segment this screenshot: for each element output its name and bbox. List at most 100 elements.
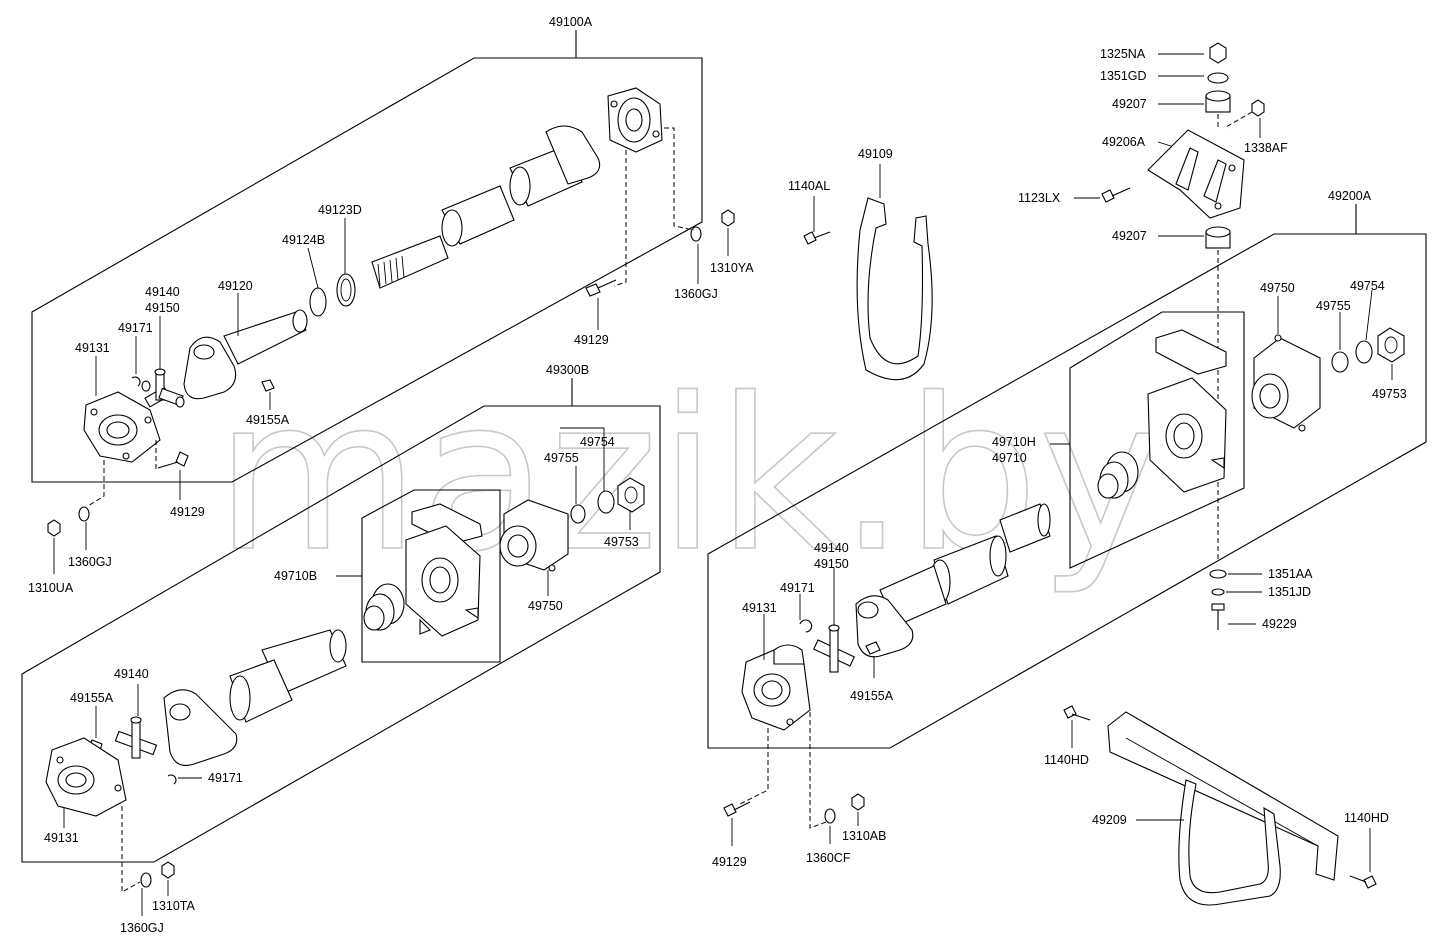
assembly-49200A-frame	[707, 233, 1427, 749]
rear-flange-yoke-top	[607, 87, 663, 153]
bolt-49129-top-b	[157, 451, 189, 469]
label-49200A: 49200A	[1328, 189, 1372, 203]
label-49754-right: 49754	[1350, 279, 1385, 293]
label-1140HD-b: 1140HD	[1344, 811, 1389, 825]
label-49171-right: 49171	[780, 581, 815, 595]
nut-49753-mid	[617, 477, 645, 513]
label-49150-top: 49150	[145, 301, 180, 315]
label-49131-left: 49131	[44, 831, 79, 845]
seal-49755-right	[1331, 351, 1349, 373]
washer-1360GJ-top	[690, 226, 702, 242]
strap-49109-group: 1140AL 49109	[788, 147, 933, 381]
label-49140-left: 49140	[114, 667, 149, 681]
strap-49109	[856, 197, 933, 381]
label-49150-right: 49150	[814, 557, 849, 571]
seal-49755-mid	[570, 504, 586, 524]
propeller-shaft-tube-right	[855, 503, 1051, 658]
bracket-49206A	[1147, 129, 1245, 219]
bolt-1140HD-a	[1063, 705, 1091, 721]
bolt-49229	[1211, 603, 1225, 630]
washer-1351AA	[1209, 569, 1227, 579]
label-49109: 49109	[858, 147, 893, 161]
companion-flange-49750-mid	[499, 499, 569, 572]
label-49710B: 49710B	[274, 569, 317, 583]
label-49155A-left: 49155A	[70, 691, 114, 705]
grease-nipple-49155A-top	[261, 379, 275, 392]
center-bearing-49710B	[405, 503, 483, 637]
label-1351AA: 1351AA	[1268, 567, 1313, 581]
assembly-49100A-group: 49100A	[28, 15, 754, 595]
flange-yoke-49131-top	[83, 391, 161, 463]
label-1360GJ-left: 1360GJ	[120, 921, 164, 935]
snap-ring-49171-top	[131, 376, 141, 387]
bolt-1140AL	[803, 231, 831, 245]
label-49171-top: 49171	[118, 321, 153, 335]
mounting-bracket-group: 1325NA 1351GD 49207 1338AF 49206A 1123LX	[1018, 42, 1288, 562]
label-1360CF: 1360CF	[806, 851, 851, 865]
label-49129-top-a: 49129	[574, 333, 609, 347]
universal-joint-spider-49140-right	[813, 624, 855, 673]
center-bearing-box-49710	[1069, 311, 1245, 569]
label-49710: 49710	[992, 451, 1027, 465]
universal-joint-spider-49140-top	[141, 368, 185, 408]
label-49140-top: 49140	[145, 285, 180, 299]
rubber-boot-49710	[1097, 451, 1139, 499]
universal-joint-spider-49140-left	[114, 716, 158, 759]
center-bearing-box-49710B	[361, 489, 501, 663]
label-1140AL: 1140AL	[788, 179, 830, 193]
dust-boot-rings	[309, 273, 356, 317]
label-49171-left: 49171	[208, 771, 243, 785]
label-49131-right: 49131	[742, 601, 777, 615]
label-49229: 49229	[1262, 617, 1297, 631]
assembly-49300B-frame	[21, 405, 661, 863]
grease-nipple-49155A-right	[865, 641, 881, 655]
rubber-boot-49710B	[363, 583, 405, 631]
nut-49753-right	[1377, 327, 1405, 363]
ring-49123D	[336, 273, 356, 307]
bolt-1140HD-b	[1349, 875, 1377, 889]
label-49755-mid: 49755	[544, 451, 579, 465]
label-49140-right: 49140	[814, 541, 849, 555]
label-49129-right: 49129	[712, 855, 747, 869]
bracket-49209	[1107, 711, 1339, 906]
label-49120: 49120	[218, 279, 253, 293]
label-49206A: 49206A	[1102, 135, 1146, 149]
label-49753-mid: 49753	[604, 535, 639, 549]
nut-1325NA	[1209, 42, 1227, 64]
washer-1351GD	[1207, 72, 1229, 84]
bushing-49207-b	[1205, 226, 1231, 249]
assembly-49200A-group: 49200A 49710H 49710 49750	[707, 189, 1427, 869]
propeller-shaft-tube-top	[371, 125, 601, 289]
companion-flange-49750-right	[1251, 334, 1321, 432]
bolt-1123LX	[1101, 187, 1131, 203]
label-1310UA: 1310UA	[28, 581, 74, 595]
bushing-49207-a	[1205, 90, 1231, 113]
label-49155A-top: 49155A	[246, 413, 290, 427]
label-49124B: 49124B	[282, 233, 325, 247]
label-49100A: 49100A	[549, 15, 593, 29]
nut-1310YA	[721, 209, 735, 227]
snap-ring-49171-right	[799, 619, 813, 633]
bolt-49129-right	[723, 801, 751, 817]
bolt-49129-top-a	[585, 279, 617, 297]
washer-1360GJ-left	[140, 872, 152, 888]
label-1351JD: 1351JD	[1268, 585, 1311, 599]
assembly-49300B-group: 49300B 49710B 49750	[21, 363, 661, 935]
label-1351GD: 1351GD	[1100, 69, 1147, 83]
washer-1351JD	[1211, 588, 1225, 596]
washer-1360GJ-top-left	[78, 506, 90, 522]
label-49753-right: 49753	[1372, 387, 1407, 401]
washer-1360CF	[824, 808, 836, 824]
nut-1310AB	[851, 793, 865, 811]
center-bearing-49710	[1147, 329, 1227, 493]
label-49207-a: 49207	[1112, 97, 1147, 111]
label-1310TA: 1310TA	[152, 899, 196, 913]
snap-ring-49171-left	[167, 774, 177, 785]
label-49300B: 49300B	[546, 363, 589, 377]
label-49207-b: 49207	[1112, 229, 1147, 243]
ring-49124B	[309, 287, 327, 317]
nut-1310UA	[47, 519, 61, 537]
flange-yoke-49131-right	[741, 644, 811, 731]
